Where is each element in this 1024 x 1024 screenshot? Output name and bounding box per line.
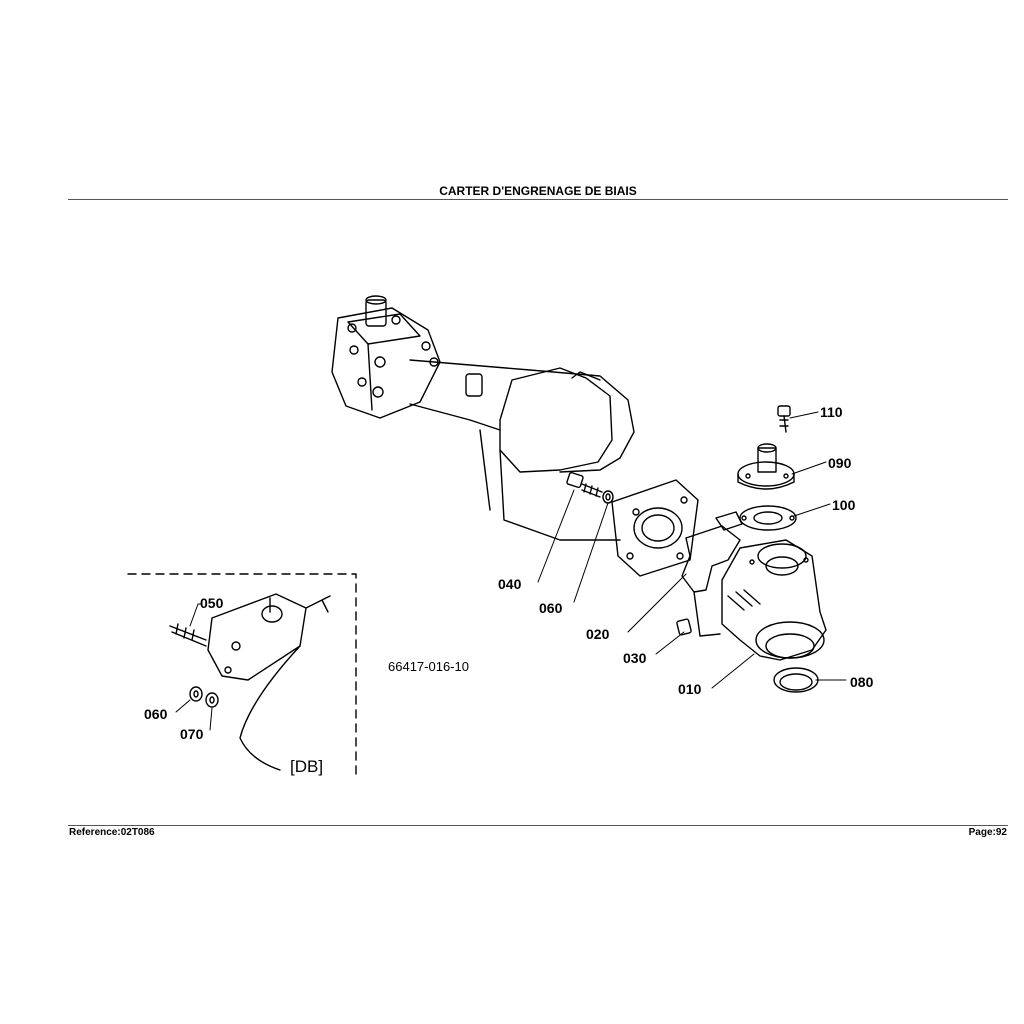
bolt-040	[566, 471, 614, 504]
inset-callout-050: 050	[200, 595, 224, 611]
callout-040: 040	[498, 576, 522, 592]
callout-020: 020	[586, 626, 610, 642]
callout-010: 010	[678, 681, 702, 697]
tube-flange	[611, 479, 699, 577]
header-rule	[68, 199, 1008, 200]
gear-case-010	[721, 539, 827, 661]
callout-090: 090	[828, 455, 852, 471]
inset-label: [DB]	[290, 757, 323, 776]
axle-tube	[409, 359, 635, 541]
callout-030: 030	[623, 650, 647, 666]
callout-110: 110	[820, 404, 843, 420]
page-title: CARTER D'ENGRENAGE DE BIAIS	[439, 184, 637, 198]
callout-080: 080	[850, 674, 874, 690]
spacer-020	[681, 511, 743, 637]
footer-rule	[68, 825, 1008, 826]
axle-left-gear-end	[331, 295, 441, 419]
drawing-code: 66417-016-10	[388, 659, 469, 674]
bolt-110	[777, 405, 791, 433]
callout-100: 100	[832, 497, 856, 513]
inset-db	[127, 573, 357, 777]
footer-page-number: Page:92	[968, 827, 1007, 838]
callout-060: 060	[539, 600, 563, 616]
oring-080	[773, 667, 819, 693]
pin-030	[676, 618, 692, 636]
inset-callout-060: 060	[144, 706, 168, 722]
cover-090	[737, 443, 795, 490]
gasket-100	[739, 505, 797, 531]
footer-reference: Reference:02T086	[69, 827, 155, 838]
leader-lines	[537, 411, 847, 689]
inset-callout-070: 070	[180, 726, 204, 742]
